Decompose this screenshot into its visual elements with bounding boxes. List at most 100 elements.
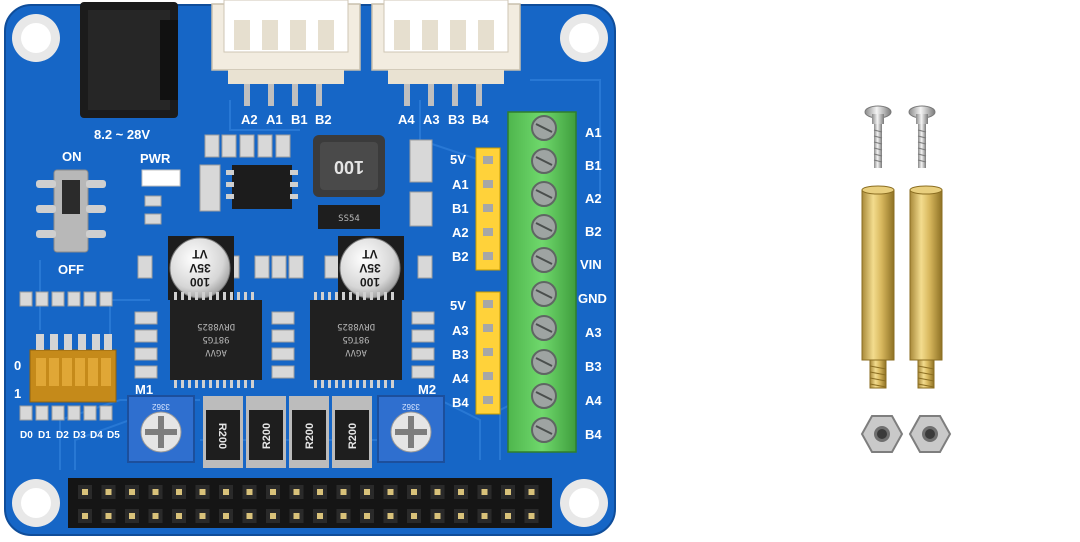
terminal-screw — [531, 383, 557, 409]
header-bottom-label: A4 — [452, 371, 469, 386]
regulator-ic — [226, 165, 298, 209]
standoff-icon — [861, 185, 895, 389]
driver-name: DRV8825 — [197, 321, 235, 331]
terminal-screw — [531, 214, 557, 240]
voltage-label: 8.2 ~ 28V — [94, 127, 150, 142]
driver-chip-m1: AGVV 98TG5 DRV8825 — [170, 292, 262, 388]
terminal-label: B1 — [585, 158, 602, 173]
screw-icon — [908, 105, 936, 168]
terminal-screw — [531, 181, 557, 207]
pwr-led — [141, 169, 181, 187]
driver-lot: 98TG5 — [342, 334, 369, 344]
schottky-diode: SS54 — [318, 205, 380, 229]
gpio-header — [68, 478, 552, 528]
gpio-pin-tip — [364, 489, 370, 495]
header-top-label: 5V — [450, 152, 466, 167]
inductor-code: 100 — [334, 157, 364, 177]
terminal-label: A1 — [585, 125, 602, 140]
resistor-code: R200 — [304, 423, 316, 449]
gpio-pin-tip — [105, 513, 112, 519]
trimmer-code: 3362 — [152, 402, 170, 411]
gpio-pin-tip — [129, 489, 135, 495]
gpio-pin-tip — [246, 489, 253, 495]
smd-components — [19, 134, 435, 421]
capacitor-value: 100 — [360, 275, 380, 289]
screw-icon — [864, 105, 892, 168]
gpio-pin-tip — [434, 489, 441, 495]
gpio-pin-tip — [481, 513, 488, 519]
gpio-pin-tip — [340, 489, 347, 495]
terminal-label: VIN — [580, 257, 602, 272]
jst-connector-left — [211, 0, 361, 106]
conn-left-pin: A2 — [241, 112, 258, 127]
driver-name: DRV8825 — [337, 321, 375, 331]
gpio-pin-tip — [458, 513, 464, 519]
dip-label: D2 — [56, 430, 69, 441]
dip-label: D3 — [73, 430, 86, 441]
dip-label: D0 — [20, 430, 33, 441]
gpio-pin-tip — [505, 489, 511, 495]
dip-label: D1 — [38, 430, 51, 441]
gpio-pin-tip — [505, 513, 511, 519]
motor-label-m2: M2 — [418, 382, 436, 397]
mounting-hole — [12, 14, 60, 62]
capacitor-value: 100 — [190, 275, 210, 289]
conn-left-pin: B2 — [315, 112, 332, 127]
gpio-pin-tip — [82, 489, 88, 495]
resistor-code: R200 — [261, 423, 273, 449]
driver-chip-m2: AGVV 98TG5 DRV8825 — [310, 292, 402, 388]
terminal-screw — [531, 349, 557, 375]
terminal-label: A2 — [585, 191, 602, 206]
gpio-pin-tip — [223, 513, 229, 519]
terminal-label: A4 — [585, 393, 602, 408]
gpio-pin-tip — [129, 513, 135, 519]
gpio-pin-tip — [387, 513, 394, 519]
gpio-pin-tip — [246, 513, 253, 519]
diode-code: SS54 — [338, 214, 360, 224]
capacitor-series: VT — [192, 247, 208, 261]
gpio-pin-tip — [223, 489, 229, 495]
motor-label-m1: M1 — [135, 382, 153, 397]
gpio-pin-tip — [199, 513, 206, 519]
gpio-pin-tip — [270, 513, 276, 519]
driver-lot: 98TG5 — [202, 334, 229, 344]
gpio-pin-tip — [176, 489, 182, 495]
gpio-pin-tip — [199, 489, 206, 495]
dc-power-jack — [80, 2, 178, 118]
pin-header-bottom — [475, 291, 501, 415]
resistor-code: R200 — [216, 423, 228, 449]
screw-terminal-block — [507, 111, 577, 453]
gpio-pin-tip — [364, 513, 370, 519]
header-bottom-label: B4 — [452, 395, 469, 410]
conn-right-pin: A4 — [398, 112, 415, 127]
header-top-label: B2 — [452, 249, 469, 264]
pwr-led-label: PWR — [140, 151, 171, 166]
trimmer-potentiometer: 3362 — [127, 395, 195, 463]
nut-icon — [908, 415, 952, 453]
terminal-label: B2 — [585, 224, 602, 239]
conn-left-pin: A1 — [266, 112, 283, 127]
gpio-pin-tip — [293, 489, 300, 495]
conn-right-pin: A3 — [423, 112, 440, 127]
standoff-icon — [909, 185, 943, 389]
gpio-pin-tip — [105, 489, 112, 495]
conn-right-pin: B3 — [448, 112, 465, 127]
gpio-pin-tip — [411, 489, 417, 495]
gpio-pin-tip — [458, 489, 464, 495]
capacitor-voltage: 35V — [359, 261, 380, 275]
terminal-label: GND — [578, 291, 607, 306]
sense-resistor: R200 — [289, 396, 329, 468]
terminal-label: B4 — [585, 427, 602, 442]
terminal-screw — [531, 315, 557, 341]
gpio-pin-tip — [317, 513, 323, 519]
switch-on-label: ON — [62, 149, 82, 164]
terminal-screw — [531, 148, 557, 174]
power-inductor: 100 — [313, 135, 385, 197]
gpio-pin-tip — [293, 513, 300, 519]
mounting-hole — [560, 14, 608, 62]
sense-resistor: R200 — [246, 396, 286, 468]
header-top-label: A1 — [452, 177, 469, 192]
driver-code: AGVV — [205, 347, 227, 357]
nut-icon — [860, 415, 904, 453]
